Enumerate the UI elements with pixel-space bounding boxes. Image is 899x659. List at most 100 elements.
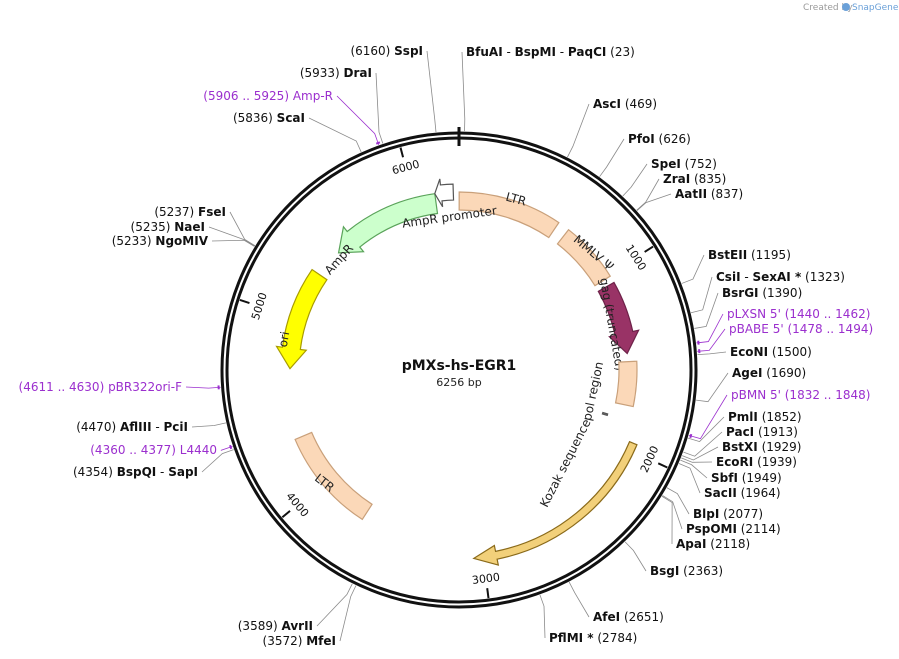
enzyme-mfei-label[interactable]: (3572) MfeI (263, 634, 336, 648)
enzyme-pfoi-label[interactable]: PfoI (626) (628, 132, 691, 146)
enzyme-name: AfeI (593, 610, 620, 624)
site-position: (1949) (738, 471, 782, 485)
primer-text: pBR322ori-F (108, 380, 182, 394)
feature-mmlv--arc[interactable] (556, 228, 612, 287)
tick-label: 4000 (283, 490, 311, 520)
enzyme-name: AatII (675, 187, 707, 201)
backbone (220, 127, 698, 609)
enzyme-pflmi-label[interactable]: PflMI * (2784) (549, 631, 637, 645)
feature-ampr-promoter-arc[interactable] (434, 178, 455, 208)
enzyme-name: SpeI (651, 157, 681, 171)
enzyme-sbfi-label[interactable]: SbfI (1949) (711, 471, 782, 485)
tick-mark (281, 510, 291, 519)
enzyme-bsteii-label[interactable]: BstEII (1195) (708, 248, 791, 262)
enzyme-afei-label[interactable]: AfeI (2651) (593, 610, 664, 624)
enzyme-name: MfeI (306, 634, 336, 648)
enzyme-zrai-label[interactable]: ZraI (835) (663, 172, 726, 186)
enzyme-name: BsrGI (722, 286, 759, 300)
site-position: - (503, 45, 515, 59)
enzyme-name: AflIII (120, 420, 152, 434)
enzyme-apai-label[interactable]: ApaI (2118) (676, 537, 750, 551)
site-position: (23) (606, 45, 634, 59)
feature-ltr-arc[interactable] (458, 191, 560, 239)
enzyme-ngomiv-label[interactable]: (5233) NgoMIV (112, 234, 209, 248)
enzyme-sites: BfuAI - BspMI - PaqCI (23) AscI (469) PfoI… (19, 44, 874, 648)
feature-kozak-sequence-arc[interactable] (601, 411, 609, 417)
enzyme-pspomi-label[interactable]: PspOMI (2114) (686, 522, 781, 536)
site-position: (2784) (594, 631, 638, 645)
primer-L4440-label[interactable]: (4360 .. 4377) L4440 (90, 443, 217, 457)
enzyme-aatii-label[interactable]: AatII (837) (675, 187, 743, 201)
primer-pLXSN-label[interactable]: pLXSN 5' (1440 .. 1462) (727, 307, 870, 321)
primer-pBMN-label[interactable]: pBMN 5' (1832 .. 1848) (731, 388, 870, 402)
site-leader-line (339, 585, 357, 642)
tick-mark (239, 299, 250, 304)
site-position: (1500) (768, 345, 812, 359)
site-position: (4470) (76, 420, 120, 434)
primer-mark (375, 141, 381, 145)
feature-label: Kozak sequence (537, 417, 593, 510)
enzyme-spei-label[interactable]: SpeI (752) (651, 157, 717, 171)
enzyme-econi-label[interactable]: EcoNI (1500) (730, 345, 812, 359)
feature-orf-arc[interactable] (472, 440, 638, 566)
site-position: - (556, 45, 568, 59)
tick-mark (657, 462, 668, 469)
site-position: (1913) (754, 425, 798, 439)
enzyme-drai-label[interactable]: (5933) DraI (300, 66, 372, 80)
enzyme-bsrgi-label[interactable]: BsrGI (1390) (722, 286, 802, 300)
site-leader-line (201, 449, 234, 473)
feature-gag-truncated--arc[interactable] (597, 281, 640, 355)
site-leader-line (208, 226, 255, 247)
feature-ltr-arc[interactable] (294, 431, 373, 521)
site-leader-line (461, 51, 466, 132)
primer-text: Amp-R (293, 89, 333, 103)
primer-pBR322-label[interactable]: (4611 .. 4630) pBR322ori-F (19, 380, 183, 394)
enzyme-asci-label[interactable]: AscI (469) (593, 97, 657, 111)
enzyme-name: BsgI (650, 564, 679, 578)
primer-AmpR-primer-label[interactable]: (5906 .. 5925) Amp-R (203, 89, 333, 103)
enzyme-aflIII-label[interactable]: (4470) AflIII - PciI (76, 420, 188, 434)
plasmid-name: pMXs-hs-EGR1 (402, 358, 517, 374)
enzyme-naei-label[interactable]: (5235) NaeI (131, 220, 205, 234)
enzyme-bspqi-label[interactable]: (4354) BspQI - SapI (73, 465, 198, 479)
enzyme-csii-label[interactable]: CsiI - SexAI * (1323) (716, 270, 845, 284)
enzyme-name: BfuAI (466, 45, 503, 59)
enzyme-bstxi-label[interactable]: BstXI (1929) (722, 440, 801, 454)
enzyme-agei-label[interactable]: AgeI (1690) (732, 366, 806, 380)
site-leader-line (696, 313, 724, 344)
site-leader-line (308, 117, 362, 153)
feature-ori-arc[interactable] (275, 268, 328, 370)
enzyme-bsgi-label[interactable]: BsgI (2363) (650, 564, 723, 578)
enzyme-name: PciI (164, 420, 189, 434)
site-position: (3589) (238, 619, 282, 633)
site-position: (2363) (679, 564, 723, 578)
site-leader-line (681, 446, 719, 461)
feature-pol-region-arc[interactable] (614, 360, 638, 408)
enzyme-paci-label[interactable]: PacI (1913) (726, 425, 798, 439)
primer-text: (4360 .. 4377) (90, 443, 180, 457)
site-position: (626) (655, 132, 691, 146)
credit: Created by SnapGene (803, 3, 899, 13)
feature-ampr-arc[interactable] (337, 192, 439, 254)
enzyme-avrii-label[interactable]: (3589) AvrII (238, 619, 313, 633)
site-position: (837) (707, 187, 743, 201)
primer-pBABE-label[interactable]: pBABE 5' (1478 .. 1494) (729, 322, 873, 336)
site-leader-line (697, 351, 727, 356)
site-position: (4354) (73, 465, 117, 479)
enzyme-pmli-label[interactable]: PmlI (1852) (728, 410, 802, 424)
site-position: (5235) (131, 220, 175, 234)
enzyme-name: EcoRI (716, 455, 753, 469)
enzyme-ecori-label[interactable]: EcoRI (1939) (716, 455, 797, 469)
enzyme-bfuai-label[interactable]: BfuAI - BspMI - PaqCI (23) (466, 45, 635, 59)
enzyme-name: EcoNI (730, 345, 768, 359)
enzyme-scai-label[interactable]: (5836) ScaI (233, 111, 305, 125)
site-position: (2118) (706, 537, 750, 551)
enzyme-blpi-label[interactable]: BlpI (2077) (693, 507, 763, 521)
tick-mark (399, 147, 405, 158)
enzyme-sacii-label[interactable]: SacII (1964) (704, 486, 781, 500)
site-position: (5836) (233, 111, 277, 125)
site-leader-line (316, 583, 353, 627)
enzyme-fsei-label[interactable]: (5237) FseI (154, 205, 226, 219)
enzyme-sspi-label[interactable]: (6160) SspI (350, 44, 423, 58)
site-position: (5933) (300, 66, 344, 80)
